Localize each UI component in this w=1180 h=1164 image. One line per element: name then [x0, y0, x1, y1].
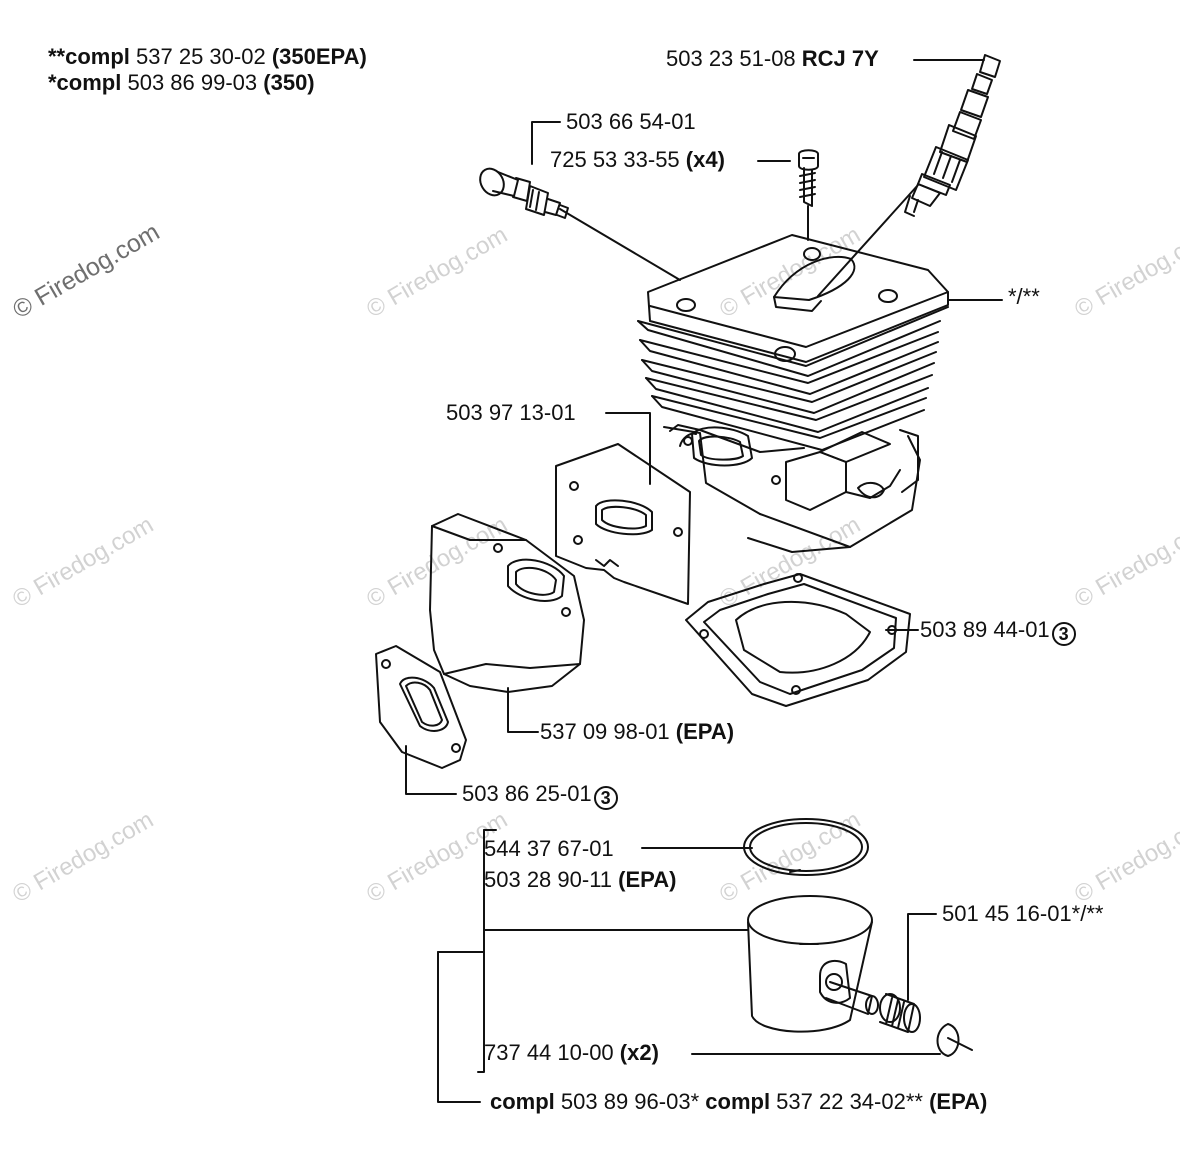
- piston-assembly-number-1: 503 89 96-03*: [554, 1089, 706, 1114]
- piston-drawing: [747, 895, 873, 1033]
- header-line-1-number: 537 25 30-02: [129, 44, 272, 69]
- intake-gasket-drawing: [555, 443, 691, 605]
- spark-plug-number: 503 23 51-08: [666, 46, 802, 71]
- screw-suffix: (x4): [685, 147, 725, 172]
- piston-ring-epa-suffix: (EPA): [618, 867, 677, 892]
- base-gasket-circle: 3: [1051, 622, 1076, 646]
- needle-bearing-drawing: [879, 993, 921, 1033]
- heat-shield-suffix: (EPA): [675, 719, 735, 744]
- header-line-1-suffix: (350EPA): [271, 44, 367, 69]
- exhaust-gasket-number: 503 86 25-01: [462, 781, 592, 806]
- piston-ring-drawing: [743, 818, 869, 876]
- circlip-suffix: (x2): [619, 1040, 659, 1065]
- screw-drawing: [798, 149, 819, 207]
- header-line-2-prefix: *compl: [48, 70, 122, 95]
- decompression-valve-drawing: [479, 167, 569, 219]
- base-gasket-number: 503 89 44-01: [920, 617, 1050, 642]
- cylinder-drawing: [637, 234, 949, 553]
- piston-assembly-prefix-2: compl: [705, 1089, 771, 1114]
- decompression-valve-label: 503 66 54-01: [566, 109, 696, 134]
- cylinder-mark-label: */**: [1008, 284, 1040, 309]
- heat-shield-label: 537 09 98-01 (EPA): [540, 721, 734, 743]
- piston-ring-epa-number: 503 28 90-11: [484, 867, 619, 892]
- piston-ring-label: 544 37 67-01: [484, 836, 614, 861]
- spark-plug-suffix: RCJ 7Y: [801, 46, 879, 71]
- base-gasket-drawing: [685, 573, 911, 707]
- piston-assembly-prefix-1: compl: [490, 1089, 555, 1114]
- header-line-1: **compl 537 25 30-02 (350EPA): [48, 44, 367, 70]
- piston-assembly-suffix: (EPA): [929, 1089, 988, 1114]
- spark-plug-label: 503 23 51-08 RCJ 7Y: [666, 48, 879, 70]
- header-line-2-suffix: (350): [263, 70, 315, 95]
- intake-gasket-label: 503 97 13-01: [446, 400, 576, 425]
- piston-pin-drawing: [825, 981, 879, 1015]
- header-line-2-number: 503 86 99-03: [121, 70, 264, 95]
- screw-number: 725 53 33-55: [550, 147, 686, 172]
- piston-assembly-label: compl 503 89 96-03* compl 537 22 34-02**…: [490, 1091, 987, 1113]
- circlip-drawing: [936, 1023, 960, 1057]
- leader-lines: [405, 59, 1003, 1103]
- heat-shield-drawing: [429, 513, 585, 693]
- diagram-title-block: **compl 537 25 30-02 (350EPA) *compl 503…: [48, 44, 367, 96]
- piston-assembly-number-2: 537 22 34-02**: [770, 1089, 930, 1114]
- header-line-1-prefix: **compl: [48, 44, 130, 69]
- needle-bearing-label: 501 45 16-01*/**: [942, 901, 1104, 926]
- circlip-number: 737 44 10-00: [484, 1040, 620, 1065]
- exhaust-gasket-circle: 3: [593, 786, 618, 810]
- header-line-2: *compl 503 86 99-03 (350): [48, 70, 367, 96]
- screw-label: 725 53 33-55 (x4): [550, 149, 725, 171]
- spark-plug-drawing: [904, 54, 1001, 217]
- circlip-label: 737 44 10-00 (x2): [484, 1042, 659, 1064]
- heat-shield-number: 537 09 98-01: [540, 719, 676, 744]
- piston-ring-epa-label: 503 28 90-11 (EPA): [484, 869, 676, 891]
- exhaust-gasket-drawing: [375, 645, 467, 769]
